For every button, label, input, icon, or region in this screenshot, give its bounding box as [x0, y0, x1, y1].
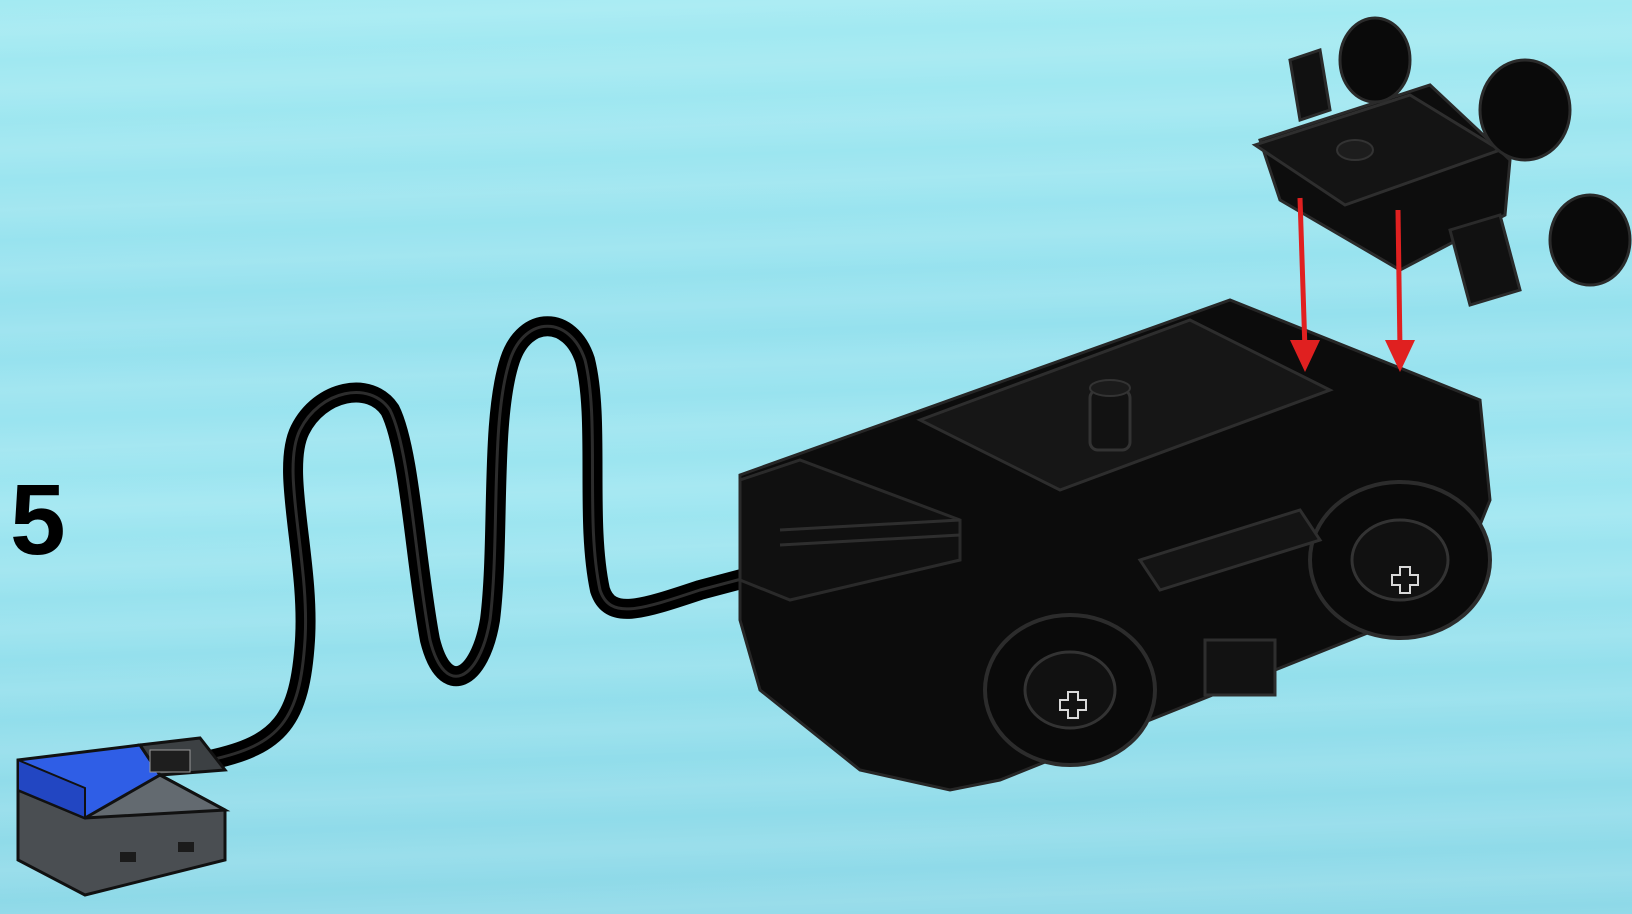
arrow-right — [1398, 210, 1400, 350]
train-motor — [740, 300, 1490, 790]
wheel-bogie — [1255, 18, 1630, 305]
cable-connector — [18, 738, 225, 895]
